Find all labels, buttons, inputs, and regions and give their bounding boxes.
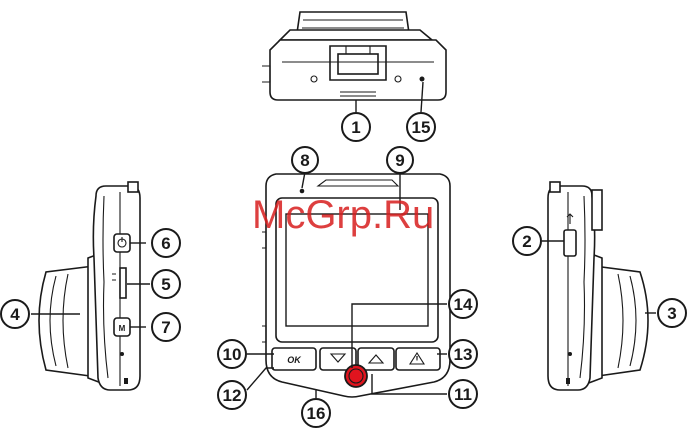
callout-1: 1 xyxy=(342,113,370,141)
callout-6: 6 xyxy=(152,229,180,257)
usb-port xyxy=(564,230,576,256)
callout-9: 9 xyxy=(387,147,413,173)
callout-16: 16 xyxy=(302,399,330,427)
callout-11: 11 xyxy=(449,380,477,408)
callout-2: 2 xyxy=(513,227,541,255)
callout-3: 3 xyxy=(658,299,686,327)
svg-text:3: 3 xyxy=(667,304,676,323)
callout-5: 5 xyxy=(152,270,180,298)
svg-text:11: 11 xyxy=(454,385,472,404)
svg-text:9: 9 xyxy=(395,151,404,170)
svg-text:16: 16 xyxy=(307,404,326,423)
svg-text:8: 8 xyxy=(300,151,309,170)
left-side-view: M xyxy=(39,182,140,390)
callout-12: 12 xyxy=(218,381,246,409)
callout-4: 4 xyxy=(1,300,29,328)
callout-14: 14 xyxy=(449,290,477,318)
svg-text:1: 1 xyxy=(351,118,360,137)
power-button[interactable] xyxy=(114,234,130,252)
callout-7: 7 xyxy=(152,313,180,341)
callout-15: 15 xyxy=(407,113,435,141)
emergency-button[interactable] xyxy=(396,348,440,370)
svg-text:10: 10 xyxy=(223,345,242,364)
microsd-slot xyxy=(120,268,126,298)
watermark-text: McGrp.Ru xyxy=(252,193,434,237)
record-button[interactable] xyxy=(345,365,367,387)
svg-text:7: 7 xyxy=(161,318,170,337)
svg-text:12: 12 xyxy=(223,386,242,405)
right-side-view xyxy=(548,182,648,390)
ok-button-label: OK xyxy=(287,355,302,365)
svg-text:15: 15 xyxy=(412,118,431,137)
svg-text:4: 4 xyxy=(10,305,20,324)
callout-10: 10 xyxy=(218,340,246,368)
mode-button-label: M xyxy=(119,324,126,333)
svg-text:5: 5 xyxy=(161,275,170,294)
svg-text:14: 14 xyxy=(454,295,473,314)
callout-13: 13 xyxy=(449,340,477,368)
svg-text:6: 6 xyxy=(161,234,170,253)
svg-text:13: 13 xyxy=(454,345,473,364)
top-view xyxy=(262,12,446,100)
callout-8: 8 xyxy=(292,147,318,173)
svg-text:2: 2 xyxy=(522,232,531,251)
